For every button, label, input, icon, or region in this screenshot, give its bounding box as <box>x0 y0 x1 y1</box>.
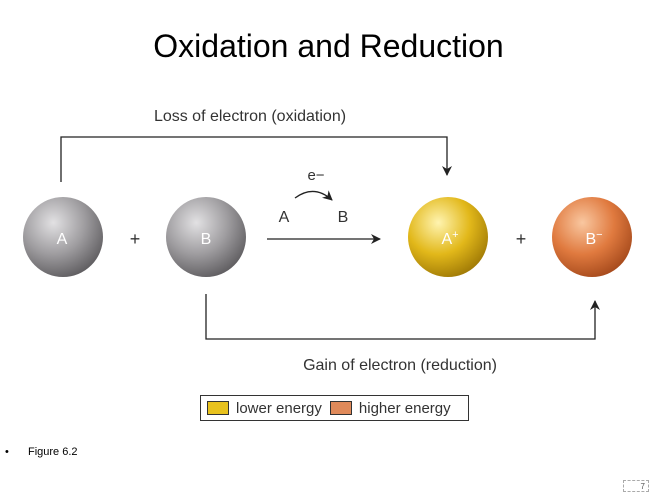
sphere-a-plus-label: A+ <box>441 229 458 248</box>
oxidation-label: Loss of electron (oxidation) <box>154 108 346 125</box>
transfer-from-label: A <box>279 209 290 226</box>
legend-swatch-higher-energy <box>329 401 352 415</box>
page-number: 7 <box>623 480 649 492</box>
sphere-b-minus-label: B− <box>585 229 602 248</box>
figure-caption: Figure 6.2 <box>28 446 78 458</box>
legend-label-higher-energy: higher energy <box>358 399 451 417</box>
slide-title: Oxidation and Reduction <box>153 28 504 64</box>
bullet-list-item: • Figure 6.2 <box>5 446 78 458</box>
sphere-b-reactant <box>166 197 246 277</box>
legend-swatch-lower-energy <box>207 401 229 415</box>
sphere-a-reactant <box>23 197 103 277</box>
electron-label: e− <box>307 167 324 184</box>
electron-transfer-arc <box>294 190 333 201</box>
legend-label-lower-energy: lower energy <box>236 399 322 417</box>
reduction-label: Gain of electron (reduction) <box>303 357 497 374</box>
plus-sign-reactants: + <box>130 229 141 249</box>
sphere-a-label: A <box>57 231 68 248</box>
energy-legend: lower energy higher energy <box>200 395 469 421</box>
oxidation-bracket-arrow <box>60 136 452 182</box>
transfer-to-label: B <box>338 209 349 226</box>
sphere-b-product <box>552 197 632 277</box>
reduction-bracket-arrow <box>205 294 600 340</box>
plus-sign-products: + <box>516 229 527 249</box>
bullet-icon: • <box>5 446 9 458</box>
sphere-a-product <box>408 197 488 277</box>
sphere-b-label: B <box>201 231 212 248</box>
